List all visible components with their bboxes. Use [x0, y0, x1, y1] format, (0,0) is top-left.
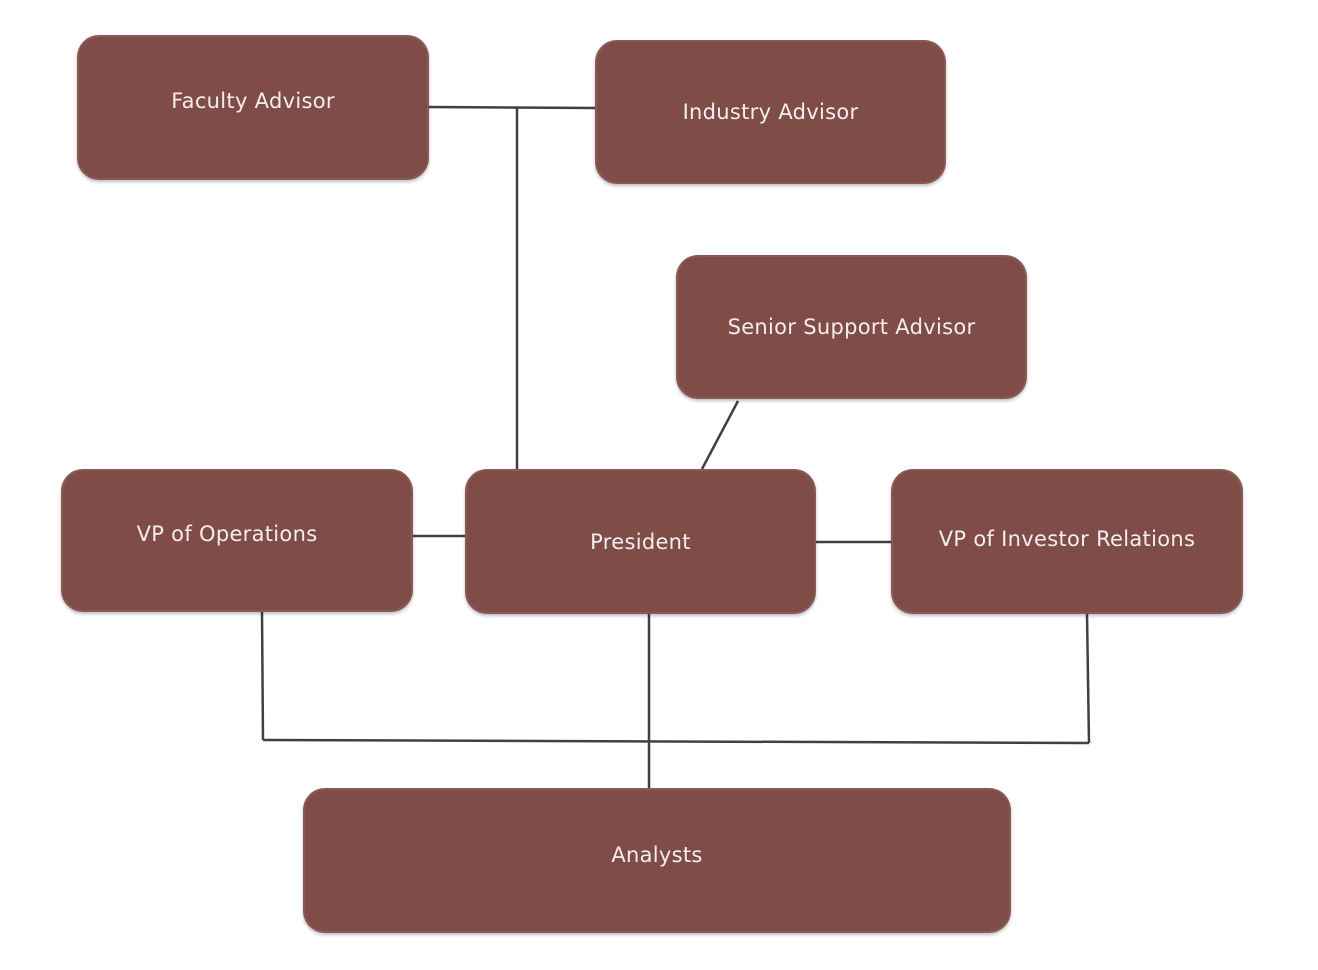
- connector-vpir-down: [1085, 613, 1091, 744]
- connector-vpops-down: [260, 611, 265, 741]
- faculty-advisor-box: Faculty Advisor: [77, 35, 429, 180]
- president-box: President: [465, 469, 816, 614]
- analysts-box: Analysts: [303, 788, 1011, 933]
- industry-advisor-box: Industry Advisor: [595, 40, 946, 184]
- senior-support-advisor-box: Senior Support Advisor: [676, 255, 1027, 399]
- connector-faculty-industry: [427, 105, 597, 110]
- vp-operations-label: VP of Operations: [136, 521, 318, 546]
- analysts-label: Analysts: [611, 842, 703, 867]
- vp-operations-box: VP of Operations: [61, 469, 413, 612]
- faculty-advisor-label: Faculty Advisor: [171, 88, 335, 113]
- senior-support-advisor-label: Senior Support Advisor: [727, 315, 976, 339]
- vp-investor-relations-box: VP of Investor Relations: [891, 469, 1243, 614]
- vp-investor-relations-label: VP of Investor Relations: [938, 526, 1196, 551]
- president-label: President: [590, 529, 691, 554]
- industry-advisor-label: Industry Advisor: [682, 100, 859, 124]
- connector-senior-president: [700, 400, 740, 470]
- connector-bottom-bus: [262, 738, 1090, 745]
